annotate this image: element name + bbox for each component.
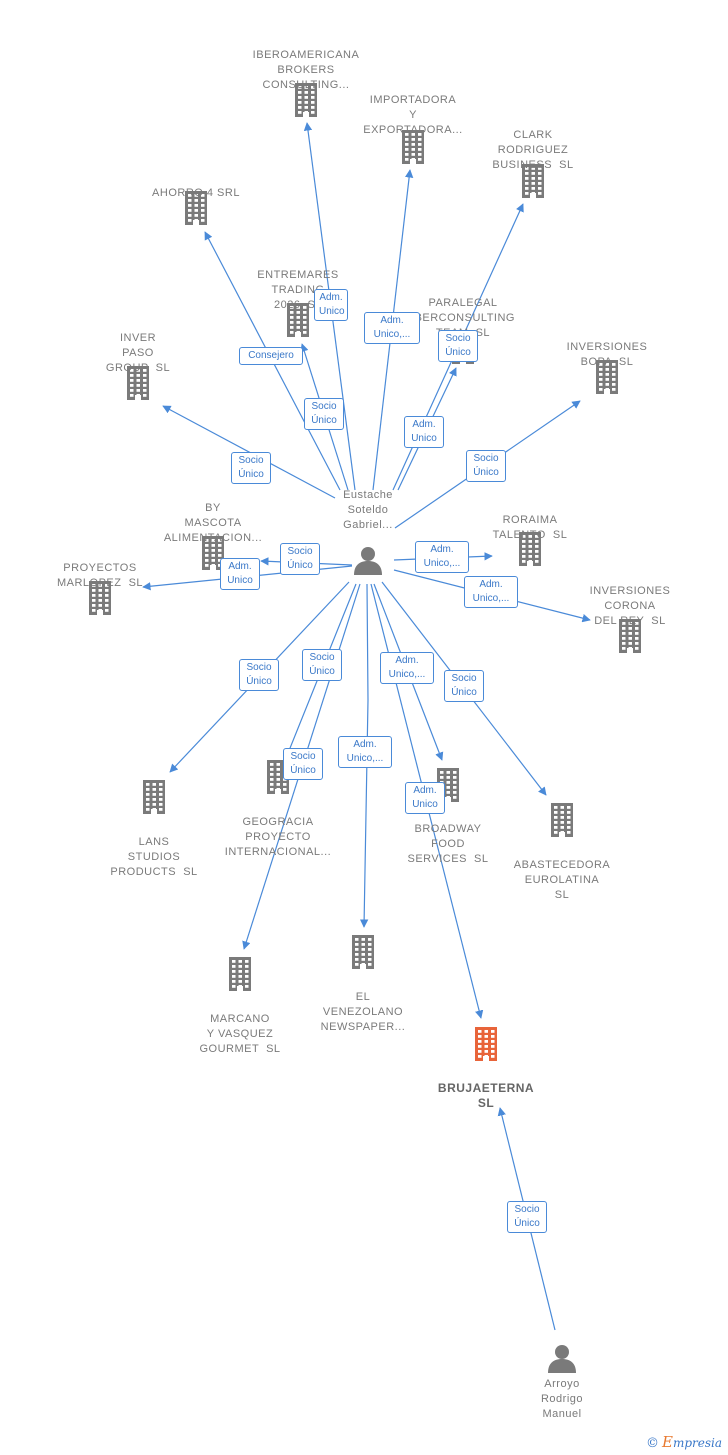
r-venezolano-role-tag: Adm. Unico,... [338,736,392,768]
r-inver-role-tag: Socio Único [231,452,271,484]
r-paralegal-role-tag: Socio Único [438,330,478,362]
arroyo-person-label[interactable]: Arroyo Rodrigo Manuel [540,1378,584,1420]
abastecedora-building-icon[interactable] [549,803,575,842]
r-brujaeterna-role-tag: Adm. Unico [405,782,445,814]
bymascota-company-label[interactable]: BY MASCOTA ALIMENTACION... [163,502,263,544]
r-geogracia-role-tag: Socio Único [283,748,323,780]
lans-company-label[interactable]: LANS STUDIOS PRODUCTS SL [110,836,198,878]
r-importadora-role-tag: Adm. Unico,... [364,312,420,344]
empresia-logo: ©Empresia [645,1433,722,1451]
ibero-company-label[interactable]: IBEROAMERICANA BROKERS CONSULTING... [252,49,360,91]
venezolano-company-label[interactable]: EL VENEZOLANO NEWSPAPER... [320,991,406,1033]
inver-building-icon[interactable] [125,366,151,405]
eustache-person-icon[interactable] [353,545,383,580]
marcano-building-icon[interactable] [227,957,253,996]
r-clark-role-tag: Adm. Unico [404,416,444,448]
marlopez-company-label[interactable]: PROYECTOS MARLOPEZ SL [56,562,144,589]
eustache-person-label[interactable]: Eustache Soteldo Gabriel... [343,489,393,531]
arroyo-person-icon[interactable] [547,1343,577,1378]
ahorro-company-label[interactable]: AHORRO 4 SRL [152,187,240,199]
bopa-company-label[interactable]: INVERSIONES BOPA SL [566,341,648,368]
abastecedora-company-label[interactable]: ABASTECEDORA EUROLATINA SL [513,859,611,901]
entremares-building-icon[interactable] [285,303,311,342]
broadway-company-label[interactable]: BROADWAY FOOD SERVICES SL [407,823,489,865]
r-marcano-role-tag: Socio Único [302,649,342,681]
corona-company-label[interactable]: INVERSIONES CORONA DEL REY SL [589,585,671,627]
geogracia-company-label[interactable]: GEOGRACIA PROYECTO INTERNACIONAL... [224,816,332,858]
ahorro-building-icon[interactable] [183,191,209,230]
r-lans-role-tag: Socio Único [239,659,279,691]
marlopez-building-icon[interactable] [87,581,113,620]
roraima-company-label[interactable]: RORAIMA TALENTO SL [492,514,568,541]
lans-building-icon[interactable] [141,780,167,819]
r-marlopez-role-tag: Adm. Unico [220,558,260,590]
relation-edge [276,583,357,779]
brujaeterna-building-icon[interactable] [473,1027,499,1066]
r-corona-role-tag: Adm. Unico,... [464,576,518,608]
bopa-building-icon[interactable] [594,360,620,399]
bymascota-building-icon[interactable] [200,536,226,575]
importadora-building-icon[interactable] [400,130,426,169]
venezolano-building-icon[interactable] [350,935,376,974]
relation-edge [359,583,369,928]
r-arroyo-role-tag: Socio Único [507,1201,547,1233]
clark-building-icon[interactable] [520,164,546,203]
marcano-company-label[interactable]: MARCANO Y VASQUEZ GOURMET SL [199,1013,281,1055]
roraima-building-icon[interactable] [517,532,543,571]
r-abastecedora-role-tag: Socio Único [444,670,484,702]
inver-company-label[interactable]: INVER PASO GROUP SL [105,332,171,374]
r-broadway-role-tag: Adm. Unico,... [380,652,434,684]
r-bymascota-role-tag: Socio Único [280,543,320,575]
brujaeterna-company-label[interactable]: BRUJAETERNA SL [437,1081,535,1110]
clark-company-label[interactable]: CLARK RODRIGUEZ BUSINESS SL [492,129,574,171]
entremares-company-label[interactable]: ENTREMARES TRADING 2026 SL [257,269,339,311]
r-entremares-role-tag: Socio Único [304,398,344,430]
r-roraima-role-tag: Adm. Unico,... [415,541,469,573]
r-bopa-role-tag: Socio Único [466,450,506,482]
r-ahorro-role-tag: Consejero [239,347,303,365]
ibero-building-icon[interactable] [293,83,319,122]
corona-building-icon[interactable] [617,619,643,658]
importadora-company-label[interactable]: IMPORTADORA Y EXPORTADORA... [363,94,463,136]
r-ibero-role-tag: Adm. Unico [314,289,348,321]
